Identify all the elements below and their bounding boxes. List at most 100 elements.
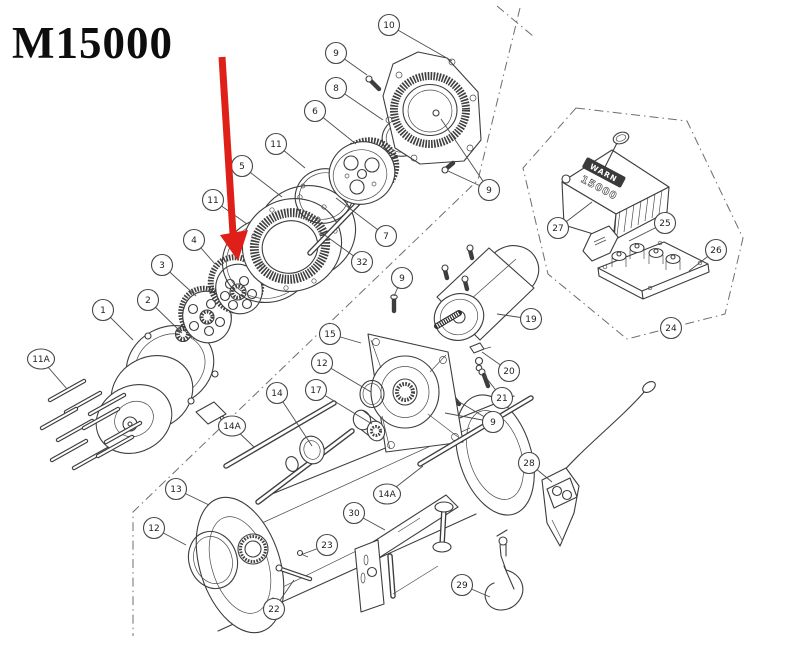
highlight-arrow	[218, 56, 248, 261]
svg-text:11: 11	[207, 196, 218, 206]
svg-text:27: 27	[552, 224, 563, 234]
callout-15: 15	[318, 322, 342, 346]
callout-21: 21	[490, 386, 514, 410]
part-fastener-studs	[39, 378, 143, 471]
callout-23: 23	[315, 533, 339, 557]
callout-11: 11	[201, 188, 225, 212]
callout-6: 6	[303, 99, 327, 123]
svg-text:14: 14	[271, 389, 283, 399]
page-title: M15000	[12, 18, 173, 68]
svg-text:9: 9	[399, 274, 405, 284]
svg-text:6: 6	[312, 107, 318, 117]
callout-11A: 11A	[26, 348, 56, 370]
svg-text:19: 19	[525, 315, 537, 325]
svg-text:12: 12	[316, 359, 327, 369]
callout-13: 13	[164, 477, 188, 501]
svg-text:22: 22	[268, 605, 279, 615]
svg-text:10: 10	[383, 21, 395, 31]
svg-text:21: 21	[496, 394, 507, 404]
part-motor-end-housing	[367, 333, 464, 453]
svg-text:12: 12	[148, 524, 159, 534]
callout-9: 9	[324, 41, 348, 65]
callout-3: 3	[150, 253, 174, 277]
part-drum-shaft	[255, 428, 355, 505]
svg-text:14A: 14A	[378, 490, 396, 500]
svg-text:4: 4	[191, 236, 197, 246]
svg-text:2: 2	[145, 296, 151, 306]
part-clutch-housing	[328, 137, 400, 205]
svg-text:26: 26	[710, 246, 722, 256]
callout-25: 25	[653, 211, 677, 235]
callout-14: 14	[265, 381, 289, 405]
svg-text:9: 9	[490, 418, 496, 428]
part-remote-control	[541, 380, 656, 547]
part-drum	[195, 394, 535, 634]
svg-text:9: 9	[333, 49, 339, 59]
callout-12: 12	[142, 516, 166, 540]
part-drum-ring	[187, 530, 239, 590]
callout-11: 11	[264, 132, 288, 156]
svg-text:32: 32	[356, 258, 367, 268]
callout-4: 4	[182, 228, 206, 252]
callout-2: 2	[136, 288, 160, 312]
svg-text:29: 29	[456, 581, 468, 591]
callout-27: 27	[546, 216, 570, 240]
callout-7: 7	[374, 224, 398, 248]
svg-text:7: 7	[383, 232, 389, 242]
callout-1: 1	[91, 298, 115, 322]
part-drum-pin	[275, 549, 313, 582]
part-motor-terminal	[469, 342, 492, 389]
svg-text:20: 20	[503, 367, 515, 377]
callout-5: 5	[230, 154, 254, 178]
svg-text:11: 11	[270, 140, 281, 150]
part-fairlead	[354, 494, 459, 613]
part-control-cover: WARN 15000	[561, 131, 670, 241]
part-coupling	[352, 409, 386, 442]
callout-24: 24	[659, 316, 683, 340]
svg-text:14A: 14A	[223, 422, 241, 432]
part-drum-support	[95, 325, 243, 454]
callout-30: 30	[342, 501, 366, 525]
svg-text:17: 17	[310, 386, 321, 396]
svg-text:28: 28	[523, 459, 535, 469]
callout-29: 29	[450, 573, 474, 597]
svg-text:25: 25	[659, 219, 670, 229]
svg-text:13: 13	[170, 485, 181, 495]
callout-10: 10	[377, 13, 401, 37]
part-contactor	[597, 240, 710, 300]
svg-text:3: 3	[159, 261, 165, 271]
callout-12: 12	[310, 351, 334, 375]
part-snap-ring	[359, 379, 385, 409]
svg-text:23: 23	[321, 541, 332, 551]
svg-text:24: 24	[665, 324, 677, 334]
svg-text:5: 5	[239, 162, 245, 172]
part-hook	[484, 529, 524, 611]
svg-text:11A: 11A	[32, 355, 50, 365]
part-ring-gear	[241, 184, 357, 293]
callout-26: 26	[704, 238, 728, 262]
callout-14A: 14A	[217, 415, 247, 437]
svg-text:1: 1	[100, 306, 106, 316]
boundary-lines	[132, 5, 534, 636]
contactor-solenoids	[611, 242, 681, 270]
callout-9: 9	[390, 266, 414, 290]
svg-text:9: 9	[486, 186, 492, 196]
callout-9: 9	[477, 178, 501, 202]
callout-22: 22	[262, 597, 286, 621]
svg-text:15: 15	[324, 330, 335, 340]
callout-bubbles: 12345678910111111A32991512171414A14A1920…	[26, 13, 728, 621]
callout-28: 28	[517, 451, 541, 475]
part-gear-end-housing	[382, 51, 482, 165]
part-mounting-bracket	[582, 225, 619, 262]
callout-14A: 14A	[372, 483, 402, 505]
callout-19: 19	[519, 307, 543, 331]
part-motor	[433, 244, 540, 341]
callout-9: 9	[481, 410, 505, 434]
svg-text:8: 8	[333, 84, 339, 94]
callout-32: 32	[350, 250, 374, 274]
callout-8: 8	[324, 76, 348, 100]
callout-17: 17	[304, 378, 328, 402]
part-tie-rods	[223, 395, 534, 469]
